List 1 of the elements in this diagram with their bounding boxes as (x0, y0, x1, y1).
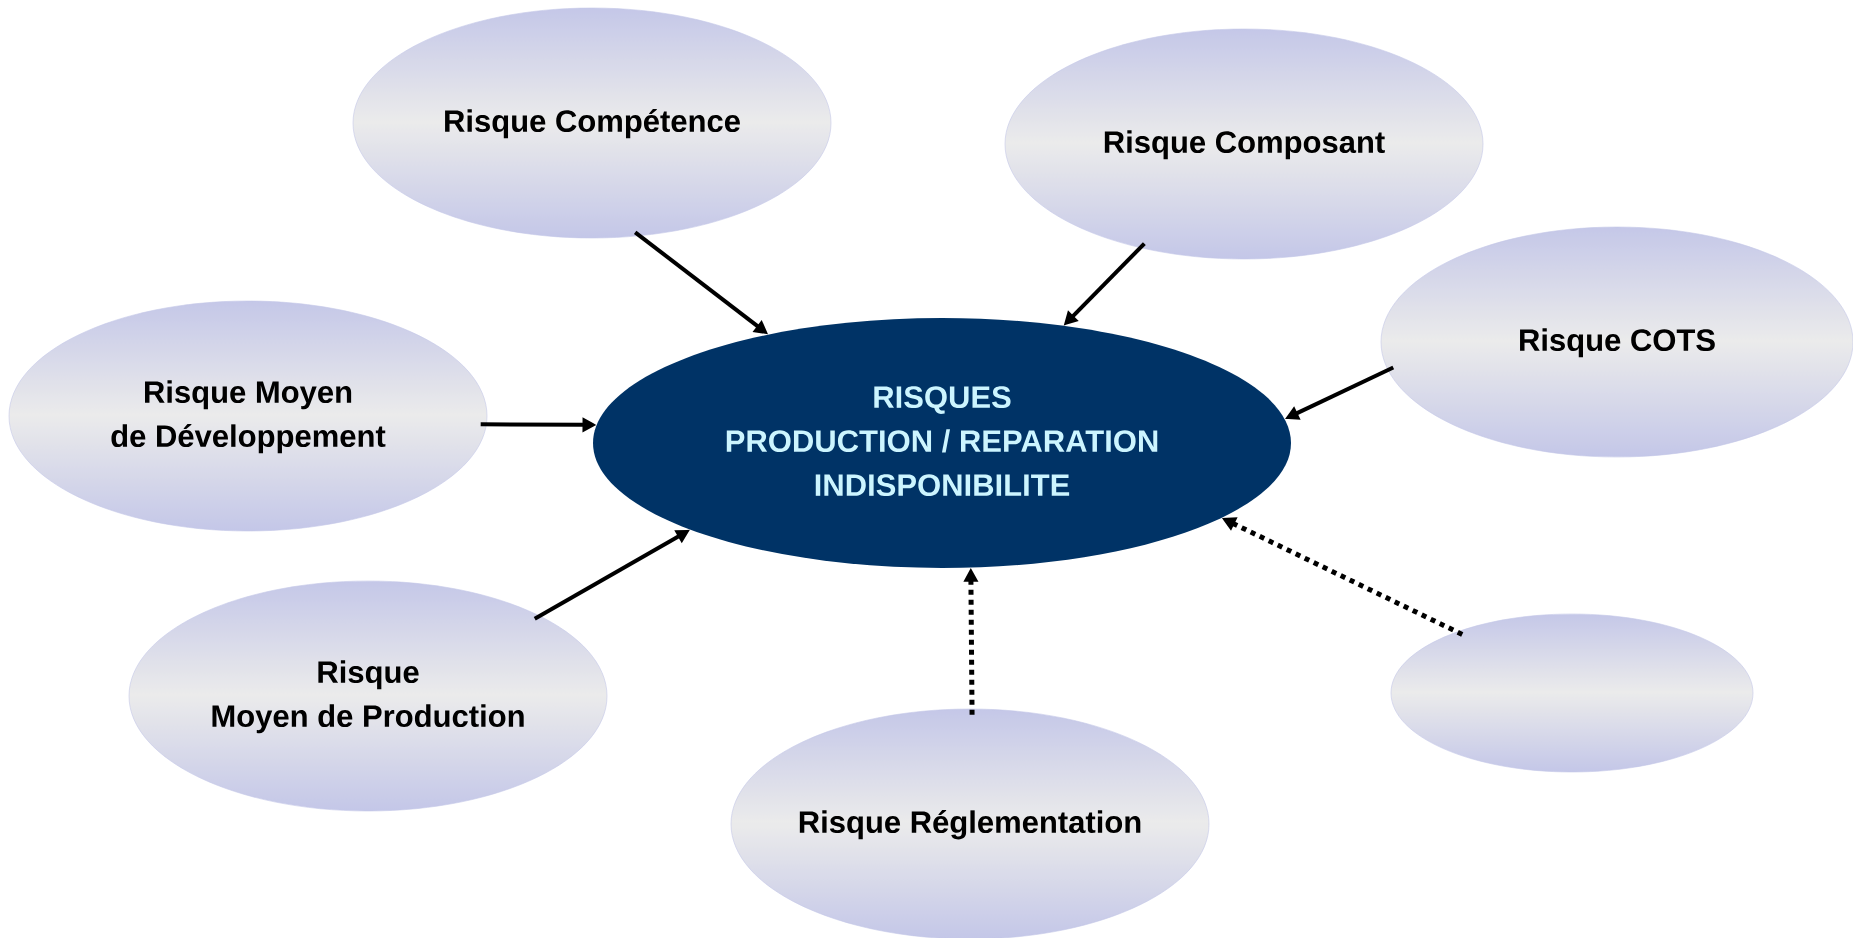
risk-ellipse (1390, 613, 1754, 773)
